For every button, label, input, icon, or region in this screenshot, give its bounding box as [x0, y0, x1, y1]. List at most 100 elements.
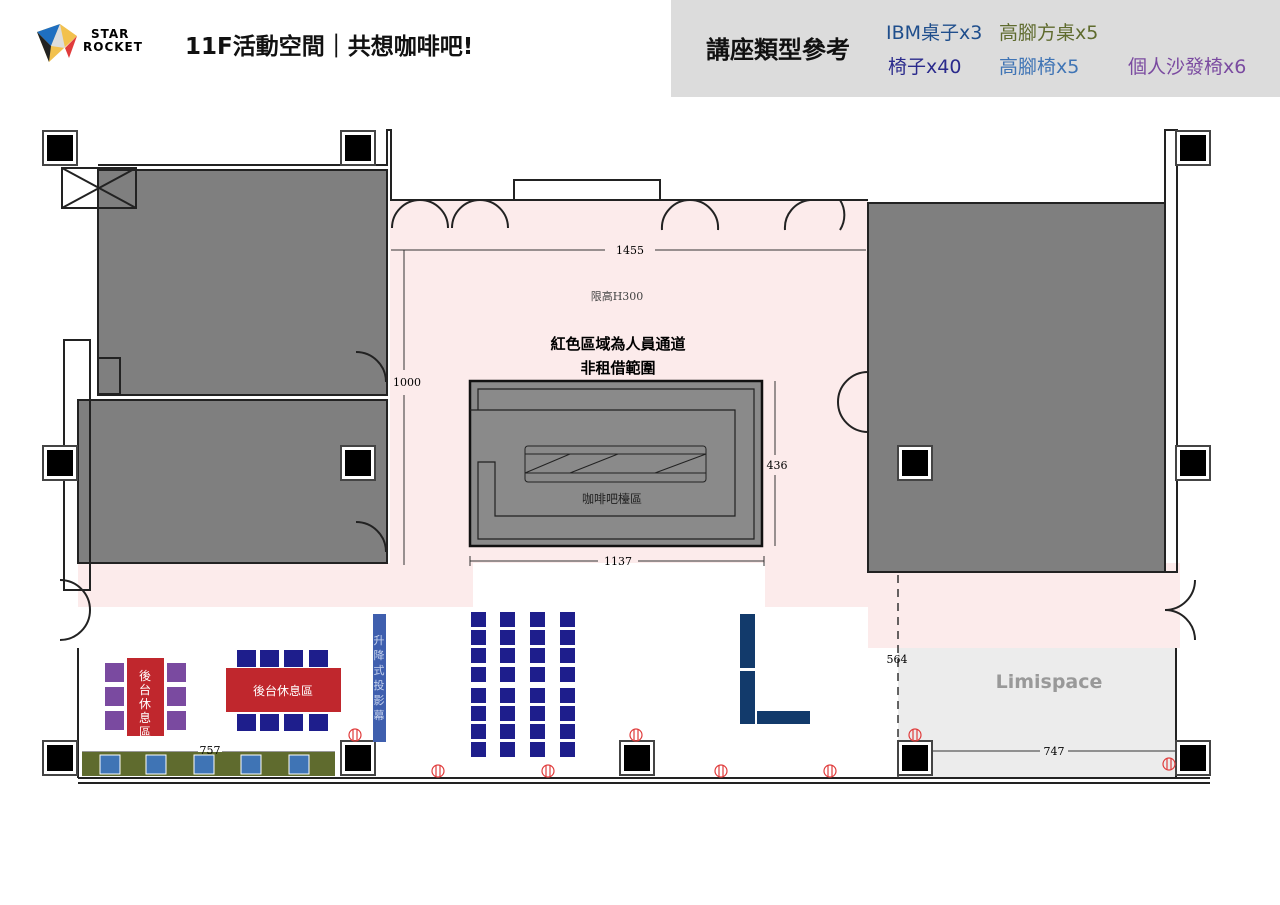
- structural-column-fill: [47, 745, 73, 771]
- projection-screen-label: 升降式投影幕: [374, 634, 385, 722]
- dim-bar-height: 436: [767, 459, 788, 472]
- chair: [309, 650, 328, 667]
- chair: [471, 648, 486, 663]
- chair: [560, 688, 575, 703]
- structural-column-fill: [1180, 450, 1206, 476]
- structural-column-fill: [1180, 135, 1206, 161]
- legend-chair: 椅子x40: [888, 56, 962, 78]
- chair: [530, 688, 545, 703]
- power-outlet-icon: [908, 728, 922, 742]
- chair: [530, 667, 545, 682]
- chair: [284, 714, 303, 731]
- structural-column-fill: [902, 745, 928, 771]
- chair: [471, 630, 486, 645]
- legend-high-table: 高腳方桌x5: [999, 22, 1099, 44]
- chair: [471, 667, 486, 682]
- structural-column-fill: [345, 135, 371, 161]
- ibm-desk: [740, 614, 755, 668]
- high-stool: [193, 754, 215, 775]
- sofa-chair: [105, 687, 124, 706]
- chair: [471, 706, 486, 721]
- ibm-desk: [757, 711, 810, 724]
- chair: [471, 612, 486, 627]
- coffee-bar-label: 咖啡吧檯區: [582, 491, 642, 506]
- chair: [530, 724, 545, 739]
- walkway-notice-2: 非租借範圍: [580, 359, 655, 377]
- chair: [500, 630, 515, 645]
- structural-column-fill: [624, 745, 650, 771]
- height-limit: 限高H300: [591, 289, 644, 303]
- limispace-area: [898, 648, 1176, 778]
- power-outlet-icon: [629, 728, 643, 742]
- projection-screen: [373, 614, 386, 742]
- backstage-table-horizontal: [226, 668, 341, 712]
- coffee-bar: [468, 379, 764, 548]
- star-rocket-logo-icon: [37, 24, 77, 62]
- dim-left: 1000: [393, 376, 421, 389]
- high-stool: [99, 754, 121, 775]
- power-outlet-icon: [1162, 757, 1176, 771]
- structural-column-fill: [902, 450, 928, 476]
- chair: [471, 688, 486, 703]
- chair: [560, 724, 575, 739]
- dim-bottom-left: 757: [200, 744, 221, 757]
- chair: [260, 650, 279, 667]
- ibm-desks: [740, 614, 810, 724]
- chair: [560, 742, 575, 757]
- sofa-chair: [167, 711, 186, 730]
- chair: [560, 706, 575, 721]
- legend-sofa-chair: 個人沙發椅x6: [1128, 56, 1247, 78]
- chair: [500, 648, 515, 663]
- legend-ibm-desk: IBM桌子x3: [886, 22, 983, 44]
- high-stool: [240, 754, 262, 775]
- structural-column-fill: [345, 450, 371, 476]
- power-outlet-icon: [714, 764, 728, 778]
- dim-bar-width: 1137: [604, 555, 632, 568]
- chair: [237, 714, 256, 731]
- chair: [530, 612, 545, 627]
- logo-text-star: STAR: [91, 27, 130, 41]
- power-outlet-icon: [541, 764, 555, 778]
- chair: [500, 667, 515, 682]
- chair: [284, 650, 303, 667]
- sofa-chair: [105, 663, 124, 682]
- chair: [500, 612, 515, 627]
- chair: [560, 667, 575, 682]
- sofa-chair: [167, 663, 186, 682]
- chair: [530, 706, 545, 721]
- structural-column-fill: [47, 135, 73, 161]
- chair: [530, 630, 545, 645]
- page-title: 11F活動空間｜共想咖啡吧!: [185, 34, 474, 60]
- chair: [500, 724, 515, 739]
- backstage-label-vertical: 後台休息區: [139, 669, 151, 739]
- sofa-chair: [105, 711, 124, 730]
- structural-column-fill: [345, 745, 371, 771]
- high-stool: [145, 754, 167, 775]
- chair: [260, 714, 279, 731]
- high-stool: [288, 754, 310, 775]
- dim-limispace-width: 747: [1044, 745, 1065, 758]
- sofa-chair: [167, 687, 186, 706]
- structural-column-fill: [47, 450, 73, 476]
- ibm-desk: [740, 671, 755, 724]
- chair: [309, 714, 328, 731]
- chair: [560, 630, 575, 645]
- walkway-notice-1: 紅色區域為人員通道: [550, 335, 685, 353]
- dim-top: 1455: [616, 244, 644, 257]
- chair: [530, 742, 545, 757]
- chair: [500, 706, 515, 721]
- dim-limispace-side: 564: [887, 653, 908, 666]
- chair: [471, 742, 486, 757]
- seating-legend: 講座類型參考 IBM桌子x3 高腳方桌x5 椅子x40 高腳椅x5 個人沙發椅x…: [671, 0, 1280, 97]
- chair: [237, 650, 256, 667]
- structural-column-fill: [1180, 745, 1206, 771]
- backstage-label-horizontal: 後台休息區: [253, 683, 313, 698]
- chair: [560, 612, 575, 627]
- logo: STAR ROCKET: [35, 24, 145, 64]
- chair: [471, 724, 486, 739]
- logo-text-rocket: ROCKET: [83, 40, 143, 54]
- backstage-table-vertical: [127, 658, 164, 736]
- rented-room: [77, 169, 1166, 573]
- chair: [530, 648, 545, 663]
